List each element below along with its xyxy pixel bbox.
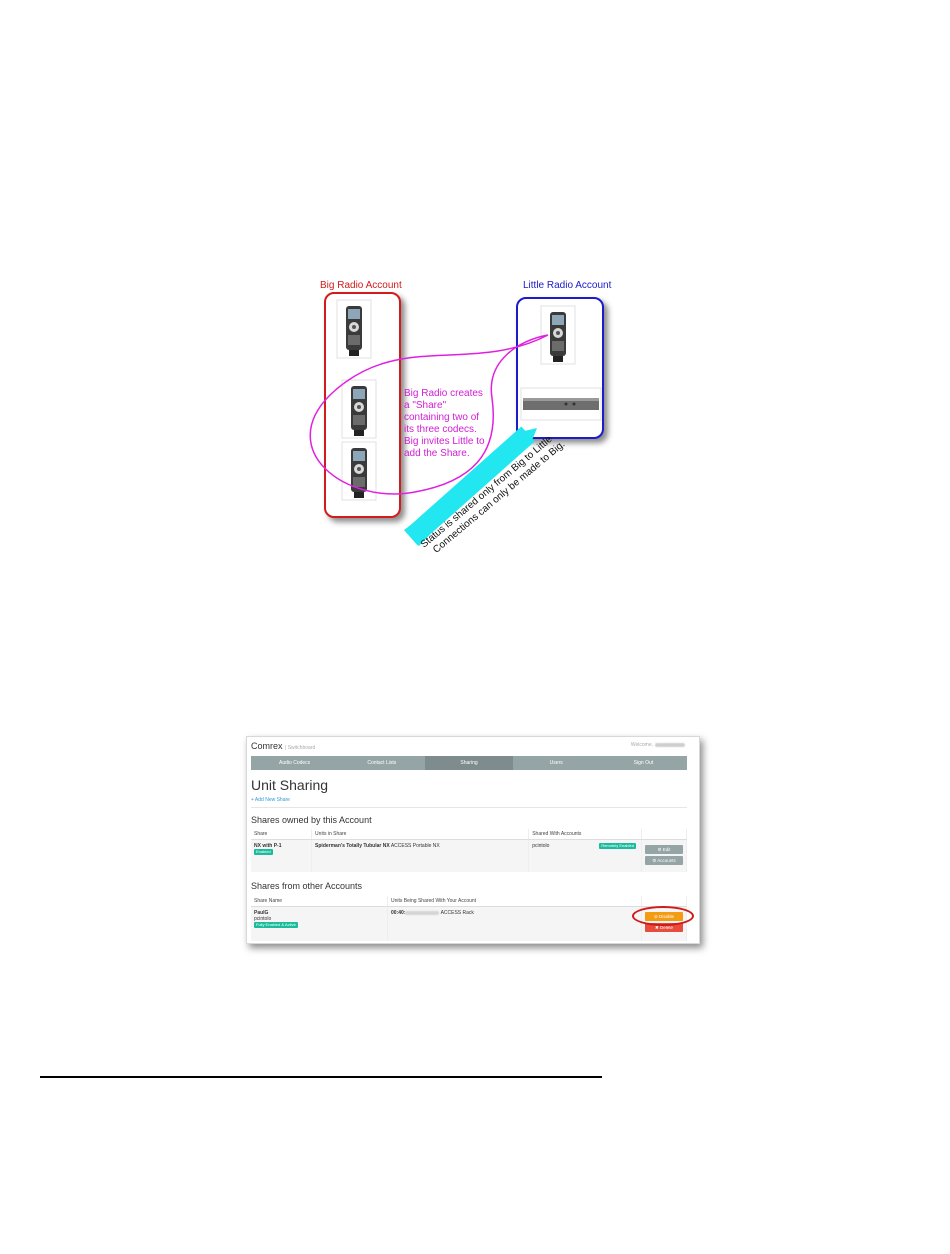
codec-image	[336, 299, 372, 359]
owner-name: pcintolo	[254, 916, 272, 922]
top-bar: Comrex | Switchboard Welcome,	[247, 737, 699, 755]
table-header: Share Name Units Being Shared With Your …	[251, 896, 687, 907]
little-account-label: Little Radio Account	[523, 280, 612, 291]
divider	[251, 807, 687, 808]
nav-sign-out[interactable]: Sign Out	[633, 760, 654, 766]
sharing-diagram: Big Radio Account Little Radio Account B…	[309, 280, 612, 556]
page-title: Unit Sharing	[251, 777, 329, 793]
units-cell: Spiderman's Totally Tubular NX ACCESS Po…	[311, 839, 530, 872]
col-share: Share	[251, 829, 313, 840]
share-note: Big Radio creates a "Share" containing t…	[404, 388, 487, 459]
units-shared-cell: 00:40: ACCESS Rack	[387, 906, 642, 941]
welcome-label: Welcome,	[630, 742, 653, 748]
unit-model: ACCESS Rack	[440, 910, 474, 916]
table-row: PaulG pcintolo Fully Enabled & Active 00…	[251, 906, 687, 941]
user-name-redacted	[655, 742, 685, 747]
share-cell: NX with P-1 Enabled	[251, 839, 313, 872]
unit-mac-prefix: 00:40:	[391, 910, 406, 916]
other-shares-table: Share Name Units Being Shared With Your …	[251, 896, 687, 941]
edit-label: Edit	[662, 847, 671, 852]
rack-unit-image	[520, 387, 602, 421]
nav-sharing[interactable]: Sharing	[425, 756, 513, 770]
footnote-rule	[40, 1076, 602, 1078]
other-shares-title: Shares from other Accounts	[251, 881, 363, 891]
table-row: NX with P-1 Enabled Spiderman's Totally …	[251, 839, 687, 872]
col-share-name: Share Name	[251, 896, 388, 907]
add-link-label: Add New Share	[254, 797, 290, 803]
unit-model: ACCESS Portable NX	[390, 843, 440, 849]
edit-button[interactable]: ⚙ Edit	[645, 845, 683, 854]
nav-contact-lists[interactable]: Contact Lists	[367, 760, 397, 766]
highlight-circle	[632, 906, 694, 926]
status-badge: Remotely Enabled	[599, 843, 636, 849]
plus-icon: +	[251, 797, 254, 803]
redacted-mac	[405, 910, 440, 915]
accounts-button[interactable]: ⚙ Accounts	[645, 856, 683, 865]
col-shared-with: Shared With Accounts	[528, 829, 642, 840]
big-account-label: Big Radio Account	[320, 280, 402, 291]
brand-name: Comrex	[251, 741, 283, 751]
owned-shares-table: Share Units in Share Shared With Account…	[251, 829, 687, 872]
add-new-share-link[interactable]: +Add New Share	[251, 797, 290, 803]
col-actions	[641, 896, 687, 907]
brand-logo: Comrex | Switchboard	[251, 741, 315, 751]
switchboard-screenshot: Comrex | Switchboard Welcome, Audio Code…	[246, 736, 700, 944]
delete-button[interactable]: ✖ Delete	[645, 923, 683, 932]
nav-audio-codecs[interactable]: Audio Codecs	[279, 760, 311, 766]
welcome-text: Welcome,	[631, 742, 685, 748]
col-actions	[641, 829, 687, 840]
status-badge: Fully Enabled & Active	[254, 922, 298, 928]
nav-users[interactable]: Users	[549, 760, 563, 766]
actions-cell: ⚙ Edit ⚙ Accounts	[641, 839, 687, 872]
share-name-cell: PaulG pcintolo Fully Enabled & Active	[251, 906, 388, 941]
share-name: PaulG	[254, 910, 269, 916]
col-units: Units in Share	[311, 829, 530, 840]
share-name: NX with P-1	[254, 843, 282, 849]
delete-label: Delete	[660, 925, 674, 930]
status-badge: Enabled	[254, 849, 273, 855]
unit-name: Spiderman's Totally Tubular NX	[315, 843, 390, 849]
table-header: Share Units in Share Shared With Account…	[251, 829, 687, 840]
main-nav: Audio Codecs Contact Lists Sharing Users…	[251, 756, 687, 770]
accounts-label: Accounts	[657, 858, 676, 863]
col-units-shared: Units Being Shared With Your Account	[387, 896, 642, 907]
account-name: pcintolo	[532, 843, 550, 849]
shared-with-cell: pcintolo Remotely Enabled	[528, 839, 642, 872]
codec-image	[341, 379, 377, 439]
share-loop	[309, 334, 549, 495]
owned-shares-title: Shares owned by this Account	[251, 815, 372, 825]
brand-sub: | Switchboard	[285, 745, 316, 751]
